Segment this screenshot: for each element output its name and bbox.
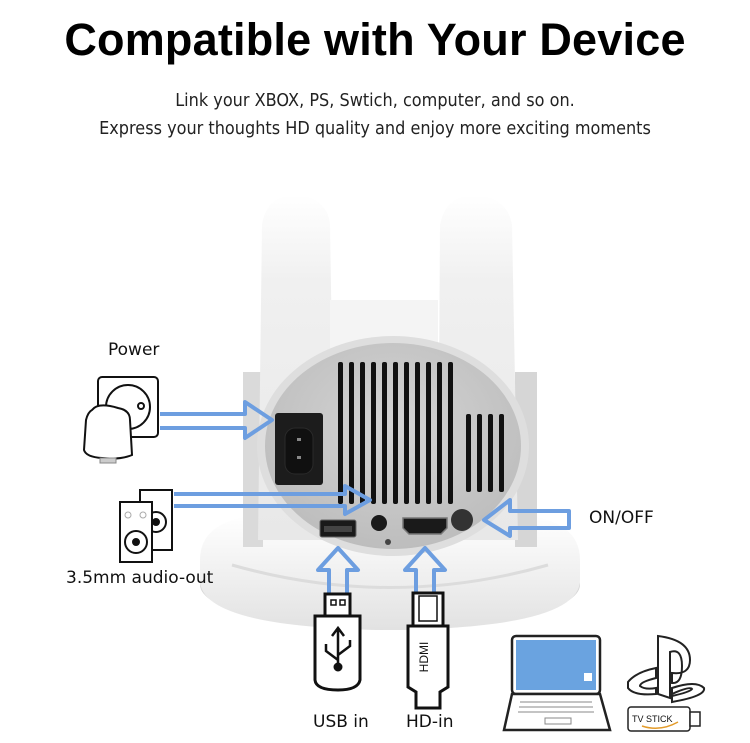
power-plug-icon: [82, 376, 159, 464]
hdmi-port: [402, 517, 448, 535]
label-hd-in: HD-in: [406, 712, 454, 732]
laptop-icon: [502, 634, 612, 732]
audio-arrow: [174, 484, 372, 516]
power-arrow: [160, 400, 274, 440]
left-support: [243, 372, 263, 547]
svg-text:TV STICK: TV STICK: [632, 714, 673, 724]
speakers-icon: [119, 489, 173, 563]
power-socket: [275, 413, 323, 485]
page-title: Compatible with Your Device: [64, 14, 686, 65]
label-power: Power: [108, 340, 160, 360]
usb-plug-icon: [313, 592, 362, 692]
tv-stick-icon: TV STICK: [627, 706, 701, 732]
hdmi-arrow: [403, 546, 447, 595]
label-on-off: ON/OFF: [589, 508, 654, 528]
rear-panel: [257, 336, 529, 556]
label-usb-in: USB in: [313, 712, 369, 732]
power-button: [451, 509, 473, 531]
label-audio-out: 3.5mm audio-out: [66, 568, 214, 588]
audio-jack: [371, 515, 387, 531]
svg-text:HDMI: HDMI: [417, 642, 431, 673]
subtitle-line-2: Express your thoughts HD quality and enj…: [99, 119, 651, 139]
usb-arrow: [316, 546, 360, 595]
vent-grille: [338, 362, 504, 504]
projector-base: [200, 515, 580, 630]
subtitle-line-1: Link your XBOX, PS, Swtich, computer, an…: [175, 91, 575, 111]
playstation-logo-icon: [627, 634, 706, 704]
onoff-arrow: [482, 498, 571, 538]
connection-arrows: [160, 400, 571, 595]
hdmi-plug-icon: HDMI: [406, 591, 450, 710]
